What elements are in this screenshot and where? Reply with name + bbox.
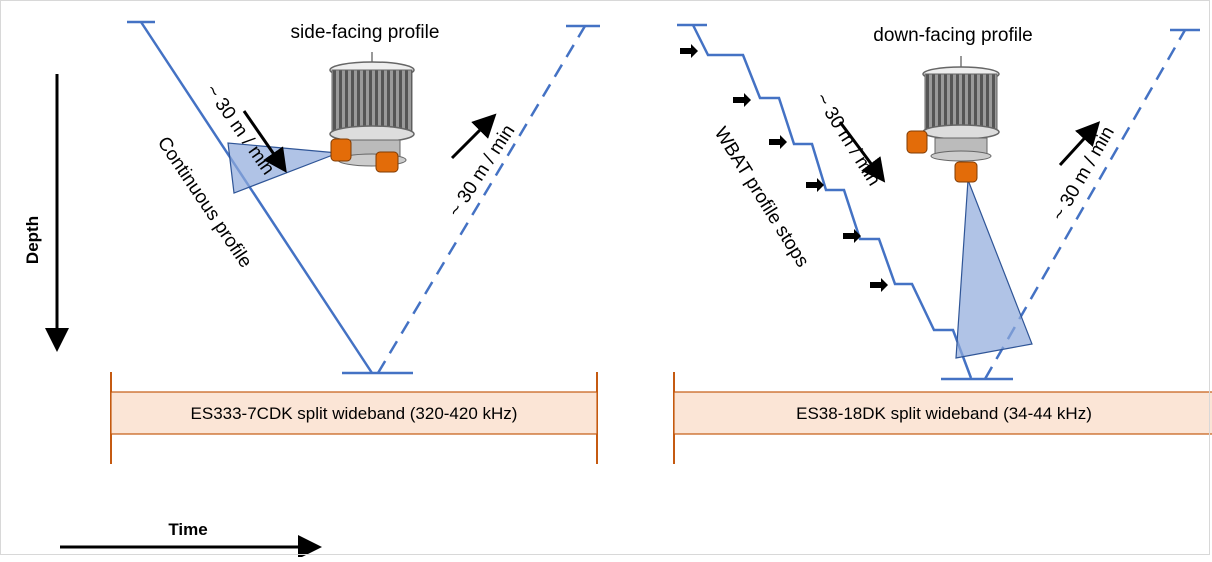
- right-arrow-icon: [806, 178, 824, 192]
- continuous-descent-line: [139, 21, 374, 374]
- axes: Depth Time: [23, 74, 322, 559]
- depth-label: Depth: [23, 216, 42, 264]
- frequency-band: [110, 391, 598, 435]
- ascent-arrow: [1058, 121, 1101, 167]
- descent-arrow: [242, 110, 287, 173]
- time-label: Time: [168, 520, 207, 539]
- right-arrow-icon: [769, 135, 787, 149]
- ascent-dashed-line: [983, 29, 1187, 380]
- descent-arrow: [838, 121, 886, 183]
- panel-title: side-facing profile: [291, 22, 440, 43]
- ascent-arrow: [450, 113, 497, 160]
- right-arrow-icon: [680, 44, 698, 58]
- frequency-band: [673, 391, 1212, 435]
- probe-frame-icon: [922, 56, 1000, 162]
- band-label: ES333-7CDK split wideband (320-420 kHz): [191, 404, 518, 423]
- probe-frame-icon: [329, 52, 415, 167]
- stepped-descent-line: [691, 24, 973, 379]
- right-arrow-icon: [843, 229, 861, 243]
- transducer-icon: [375, 151, 399, 173]
- right-arrow-icon: [870, 278, 888, 292]
- transducer-icon: [330, 138, 352, 162]
- band-label: ES38-18DK split wideband (34-44 kHz): [796, 404, 1092, 423]
- down-beam: [955, 179, 1033, 359]
- transducer-icon: [906, 130, 928, 154]
- panel-title: down-facing profile: [873, 25, 1032, 46]
- transducer-icon: [954, 161, 978, 183]
- stop-arrows: [680, 44, 888, 292]
- right-arrow-icon: [733, 93, 751, 107]
